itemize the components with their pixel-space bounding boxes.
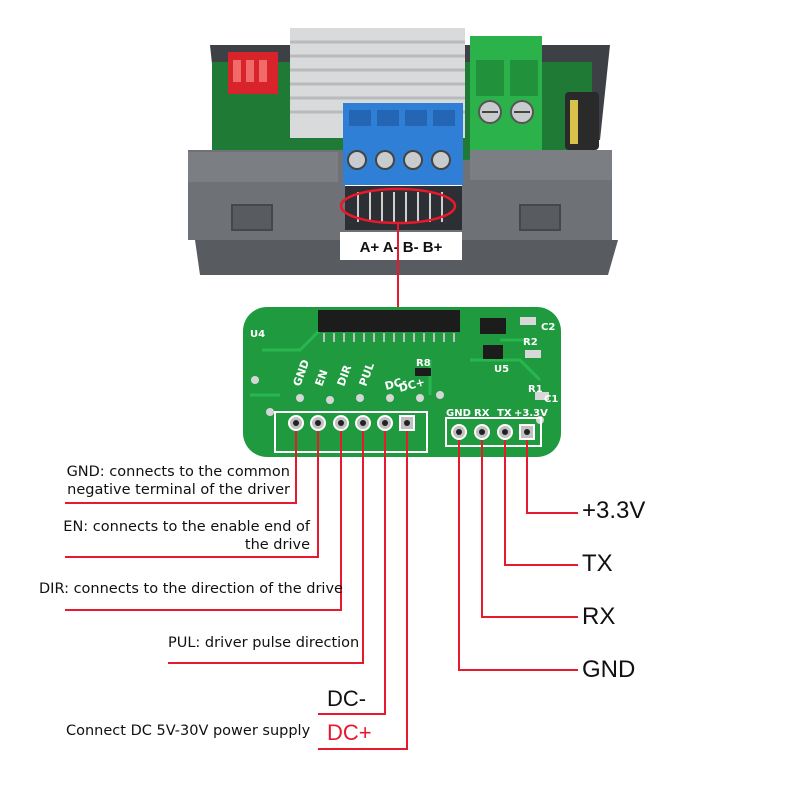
label-dc-minus: DC- [327,686,367,711]
pcb-label-3v3: +3.3V [514,408,548,419]
desc-en-text: EN: connects to the enable end of the dr… [63,519,310,553]
right-pin-header [451,424,535,440]
label-dc-plus: DC+ [327,720,372,745]
desc-dir-text: DIR: connects to the direction of the dr… [39,581,343,597]
designator-r1: R1 [528,384,543,395]
ic-chip [318,310,460,332]
designator-u4: U4 [250,329,265,340]
wire-en [65,431,319,558]
label-rx: RX [582,603,616,630]
device-module: A+ A- B- B+ [188,28,618,275]
terminal-label: A+ A- B- B+ [360,239,443,256]
desc-dc-power: Connect DC 5V-30V power supply [66,722,310,740]
wire-dc-plus [318,431,408,750]
desc-pul-text: PUL: driver pulse direction [168,635,360,651]
dip-switch [228,52,278,94]
designator-r2: R2 [523,337,538,348]
blue-motor-terminal [343,103,463,185]
designator-r8: R8 [416,358,431,369]
label-gnd: GND [582,656,636,683]
wire-gnd [65,431,297,504]
pcb-label-dc-minus: DC- [383,375,408,393]
desc-gnd-text: GND: connects to the common negative ter… [66,464,290,498]
pcb-right-pin-labels: GND RX TX +3.3V [446,408,548,419]
pin-wires [65,431,578,750]
left-pin-header [288,415,415,431]
pcb-label-rx: RX [474,408,490,419]
desc-dc-power-text: Connect DC 5V-30V power supply [66,723,311,739]
wire-dc-minus [318,431,386,715]
designator-c1: C1 [544,394,558,405]
desc-gnd: GND: connects to the common negative ter… [40,463,290,499]
designator-c2: C2 [541,322,555,333]
wire-tx [504,440,578,566]
green-power-terminal [470,36,542,156]
label-tx: TX [582,550,613,577]
label-3v3: +3.3V [582,497,646,524]
desc-en: EN: connects to the enable end of the dr… [40,518,310,554]
wire-3v3 [526,440,578,514]
desc-pul: PUL: driver pulse direction [168,634,359,652]
pcb-board: GND EN DIR PUL DC- DC+ GND RX TX +3.3V U… [243,307,561,457]
desc-dir: DIR: connects to the direction of the dr… [39,580,343,598]
capacitor [565,92,599,150]
wire-dir [65,431,342,611]
pcb-label-gnd2: GND [446,408,471,419]
pcb-label-tx: TX [497,408,512,419]
pcb-designators: U4 R8 U5 R1 C1 C2 R2 [250,322,558,405]
pcb-label-en: EN [313,368,331,388]
highlight-ellipse [339,187,457,225]
designator-u5: U5 [494,364,509,375]
wire-rx [481,440,578,618]
wire-pul [168,431,364,664]
wire-uart-gnd [458,440,578,671]
